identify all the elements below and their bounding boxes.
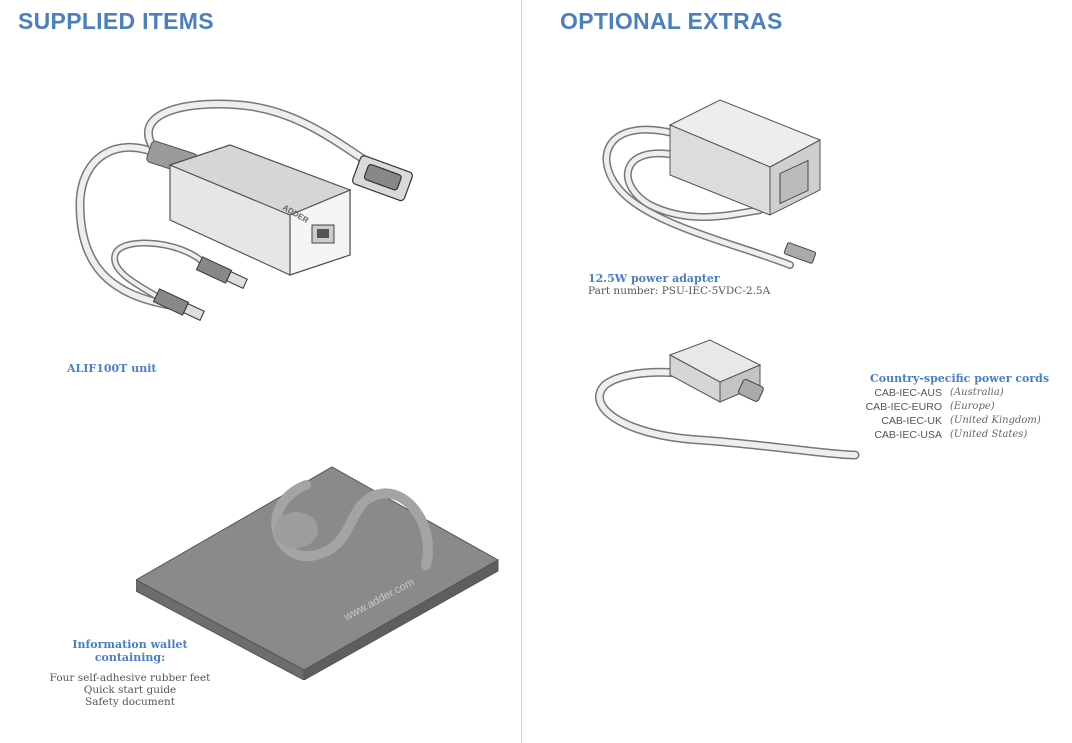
- unit-caption: ALIF100T unit: [67, 362, 157, 375]
- cord-region: (Australia): [950, 387, 1004, 398]
- adapter-caption: 12.5W power adapter Part number: PSU-IEC…: [588, 272, 770, 297]
- cord-code: CAB-IEC-UK: [881, 415, 942, 427]
- cord-region: (United States): [950, 429, 1028, 440]
- cord-row: CAB-IEC-EURO (Europe): [862, 400, 1049, 414]
- cords-title: Country-specific power cords: [870, 372, 1050, 385]
- wallet-title-line2: containing:: [94, 651, 166, 664]
- optional-extras-title: OPTIONAL EXTRAS: [560, 8, 783, 34]
- wallet-item: Safety document: [85, 696, 175, 708]
- adapter-title: 12.5W power adapter: [588, 272, 720, 285]
- column-divider: [521, 0, 522, 743]
- cord-row: CAB-IEC-USA (United States): [862, 428, 1049, 442]
- cords-caption: Country-specific power cords CAB-IEC-AUS…: [862, 372, 1049, 442]
- power-adapter-illustration: [602, 99, 822, 269]
- adapter-part-number: Part number: PSU-IEC-5VDC-2.5A: [588, 285, 771, 297]
- wallet-caption: Information wallet containing: Four self…: [40, 638, 220, 708]
- cord-region: (United Kingdom): [950, 415, 1041, 426]
- power-cord-illustration: [595, 339, 860, 460]
- cord-code: CAB-IEC-AUS: [874, 387, 942, 399]
- alif100t-unit-illustration: ADDER: [75, 99, 413, 321]
- cord-code: CAB-IEC-USA: [874, 429, 942, 441]
- wallet-item: Quick start guide: [83, 684, 177, 696]
- information-wallet-illustration: www.adder.com: [136, 466, 500, 680]
- wallet-title-line1: Information wallet: [72, 638, 188, 651]
- supplied-items-title: SUPPLIED ITEMS: [18, 8, 214, 34]
- cord-region: (Europe): [950, 401, 995, 412]
- cord-row: CAB-IEC-UK (United Kingdom): [862, 414, 1049, 428]
- cord-row: CAB-IEC-AUS (Australia): [862, 386, 1049, 400]
- cord-code: CAB-IEC-EURO: [865, 401, 942, 413]
- wallet-item: Four self-adhesive rubber feet: [49, 672, 211, 684]
